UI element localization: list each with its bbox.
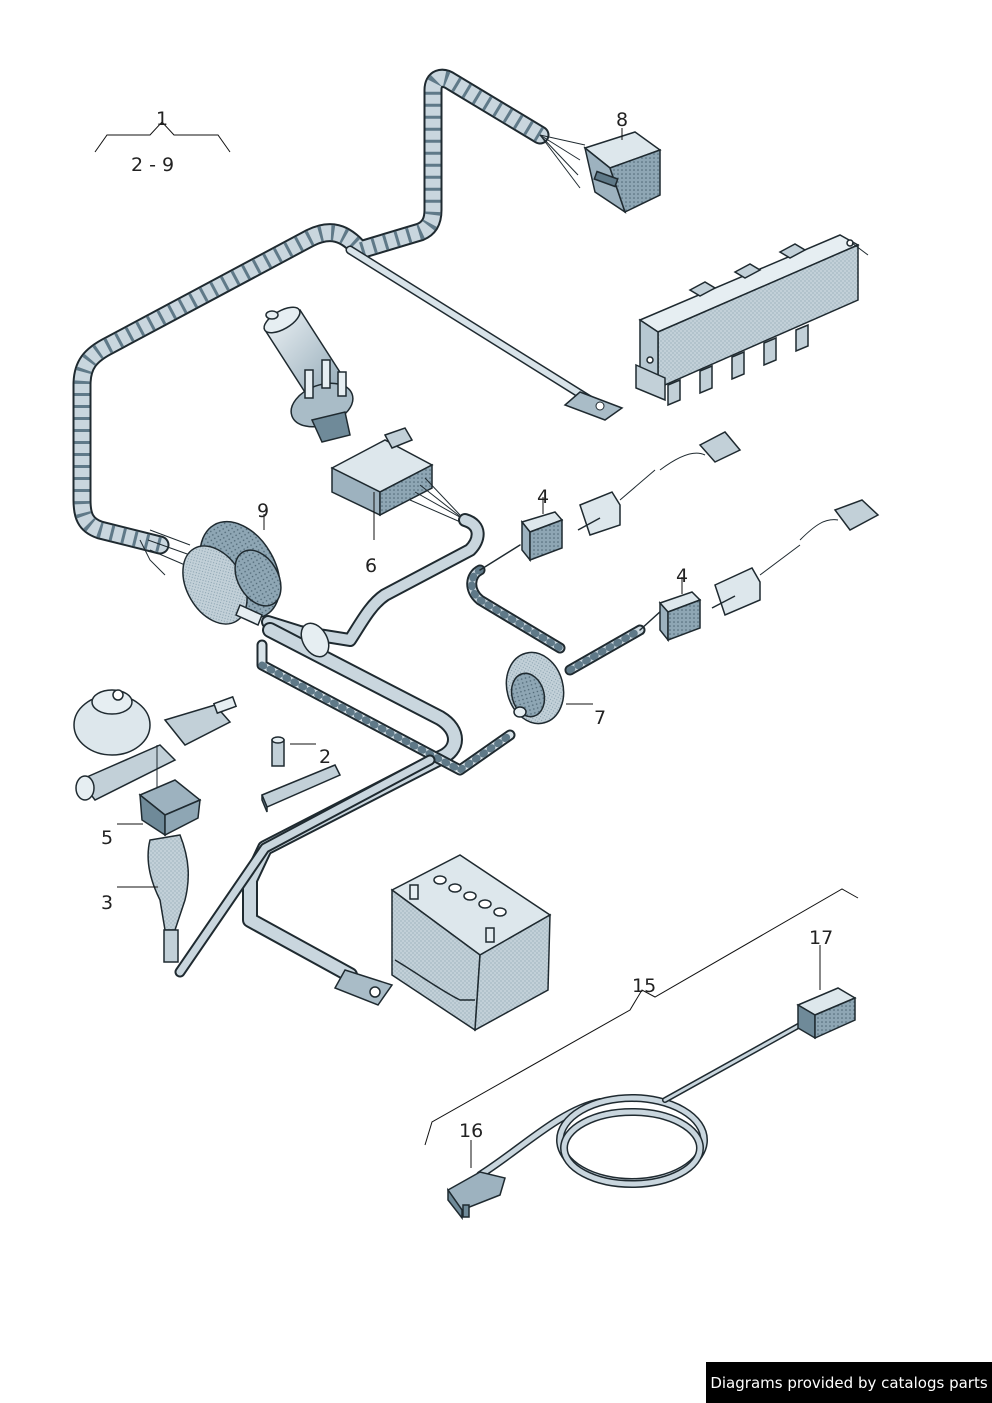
callout-5[interactable]: 5 — [101, 827, 114, 849]
motor-connector-6 — [330, 427, 466, 525]
callout-2[interactable]: 2 — [319, 746, 332, 768]
relay-plate — [635, 234, 869, 407]
callout-16[interactable]: 16 — [459, 1120, 484, 1142]
relay-plug-connector-8 — [583, 131, 662, 214]
callout-15[interactable]: 15 — [632, 975, 657, 997]
callout-7[interactable]: 7 — [594, 707, 607, 729]
wiper-motor — [263, 306, 354, 443]
credit-banner: Diagrams provided by catalogs parts — [706, 1362, 992, 1403]
harness-clamp — [300, 622, 330, 658]
callout-1[interactable]: 1 — [156, 108, 169, 130]
leader-lines — [117, 128, 821, 1168]
group-bracket-15 — [424, 888, 859, 1146]
clip-2 — [261, 736, 342, 813]
round-multi-connector-9 — [182, 520, 282, 627]
connector-housing-4b — [658, 499, 880, 643]
group-bracket-1 — [94, 121, 231, 153]
ground-eyelet — [333, 969, 394, 1006]
callout-6[interactable]: 6 — [365, 555, 378, 577]
brake-connector-5 — [138, 779, 202, 837]
adapter-cable-15 — [476, 1022, 803, 1188]
credit-text: Diagrams provided by catalogs parts — [710, 1373, 988, 1392]
wiring-harness-main — [72, 68, 624, 576]
callout-9[interactable]: 9 — [257, 500, 270, 522]
battery — [390, 854, 552, 1032]
callout-3[interactable]: 3 — [101, 892, 114, 914]
wiring-harness-lower — [174, 513, 663, 983]
callout-8[interactable]: 8 — [616, 109, 629, 131]
connector-housing-4a — [520, 431, 742, 563]
plug-connector-16 — [446, 1171, 506, 1221]
socket-connector-17 — [796, 987, 857, 1040]
callout-4b[interactable]: 4 — [676, 565, 689, 587]
brake-master-cylinder — [73, 689, 238, 801]
callout-17[interactable]: 17 — [809, 927, 834, 949]
callout-2-9[interactable]: 2 - 9 — [131, 154, 175, 176]
sensor-boot-3 — [147, 834, 190, 963]
callout-4a[interactable]: 4 — [537, 486, 550, 508]
grommet-7 — [505, 651, 565, 725]
